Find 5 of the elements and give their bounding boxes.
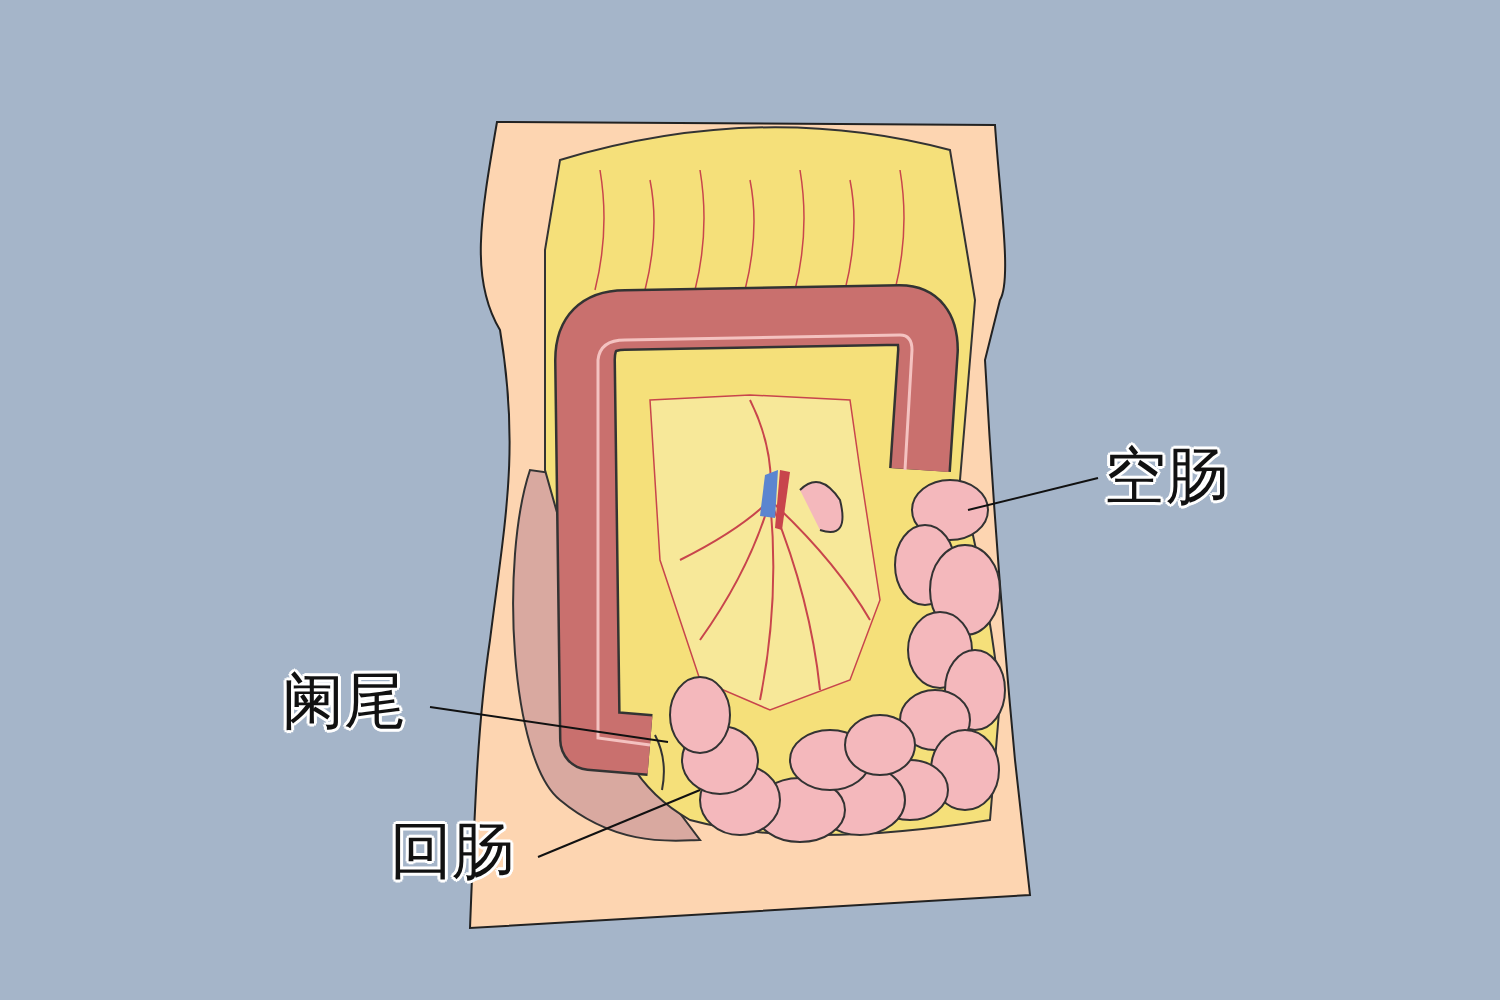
leader-line — [429, 706, 669, 743]
leader-line — [537, 789, 701, 858]
leader-line — [967, 477, 1099, 511]
organ-label: 阑尾 — [278, 668, 410, 734]
organ-label: 空肠 — [1100, 443, 1232, 509]
